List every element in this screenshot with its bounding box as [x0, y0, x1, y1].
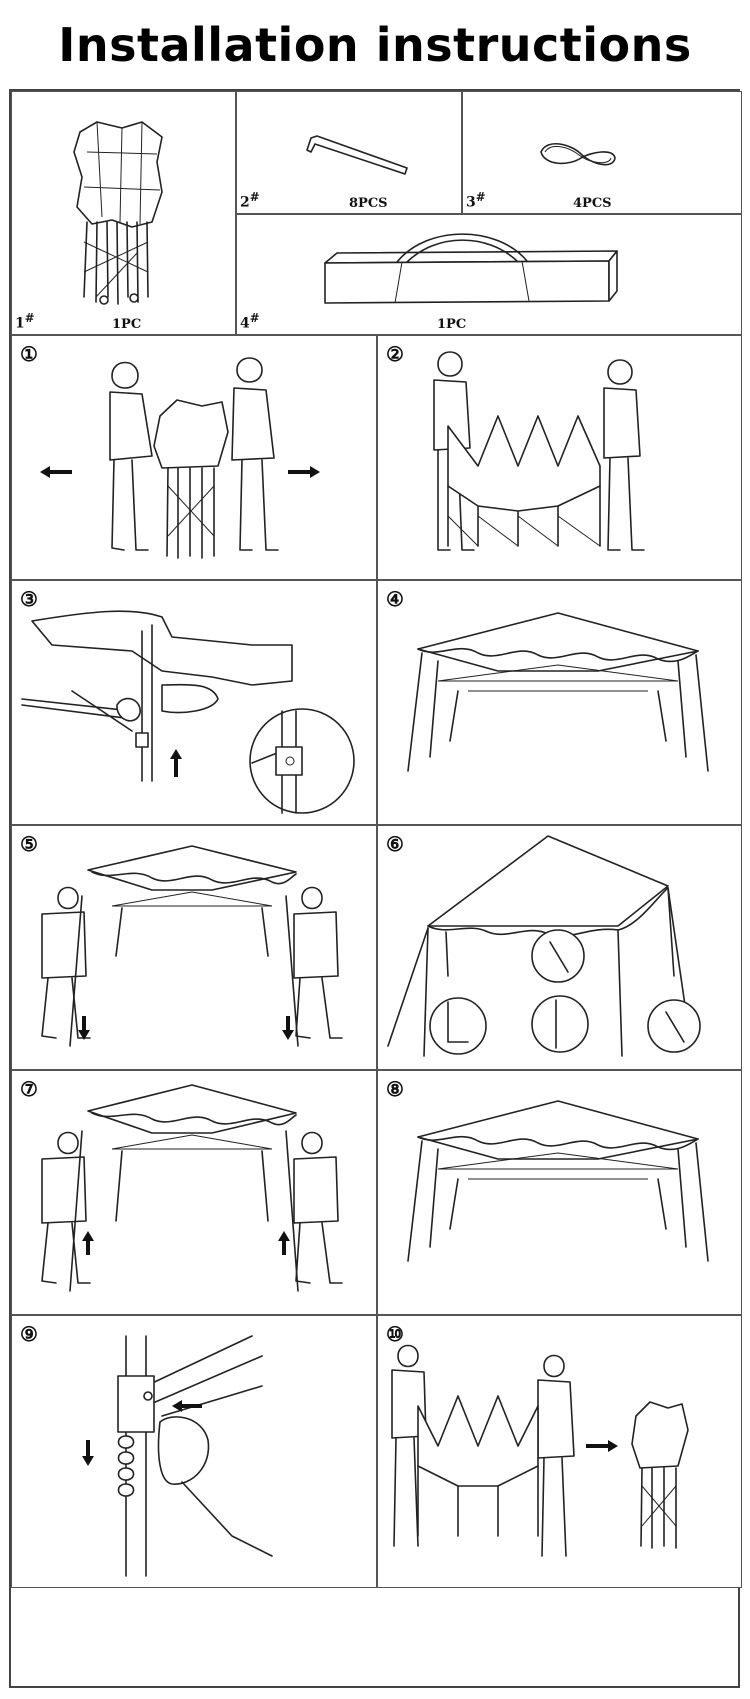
step-6-illustration	[387, 835, 701, 1057]
step-8-label: ⑧	[386, 1077, 404, 1101]
step-7-cell: ⑦	[11, 1070, 377, 1315]
part-4-quantity: 1PC	[437, 317, 467, 332]
part-3-number: 3#	[466, 190, 486, 211]
step-6-cell: ⑥	[377, 825, 742, 1070]
part-1-number: 1#	[15, 311, 35, 332]
step-10-illustration	[391, 1344, 689, 1557]
part-2-cell: 2# 8PCS	[236, 91, 462, 214]
step-5-illustration	[41, 845, 343, 1047]
instruction-grid: 1# 1PC 2# 8PCS 3# 4PCS 4# 1PC	[9, 89, 742, 1688]
step-1-cell: ①	[11, 335, 377, 580]
part-2-number: 2#	[240, 190, 260, 211]
step-3-cell: ③	[11, 580, 377, 825]
ground-stake-illustration	[306, 135, 408, 175]
part-3-quantity: 4PCS	[573, 196, 612, 211]
arrow-left-icon	[40, 466, 72, 478]
step-8-illustration	[407, 1100, 709, 1262]
step-9-label: ⑨	[20, 1322, 38, 1346]
arrow-right-icon	[288, 466, 320, 478]
part-1-quantity: 1PC	[112, 317, 142, 332]
arrow-up-icon	[170, 749, 182, 777]
step-3-label: ③	[20, 587, 38, 611]
step-3-illustration	[21, 610, 355, 814]
part-1-cell: 1# 1PC	[11, 91, 236, 335]
step-7-label: ⑦	[20, 1077, 38, 1101]
rope-illustration	[540, 143, 616, 166]
step-2-illustration	[433, 351, 645, 551]
step-2-label: ②	[386, 342, 404, 366]
step-8-cell: ⑧	[377, 1070, 742, 1315]
step-9-cell: ⑨	[11, 1315, 377, 1588]
step-5-label: ⑤	[20, 832, 38, 856]
step-4-label: ④	[386, 587, 404, 611]
part-3-cell: 3# 4PCS	[462, 91, 742, 214]
part-4-cell: 4# 1PC	[236, 214, 742, 335]
step-2-cell: ②	[377, 335, 742, 580]
carry-bag-illustration	[324, 233, 618, 304]
arrow-down-icon	[78, 1016, 90, 1040]
step-10-cell: ⑩	[377, 1315, 742, 1588]
part-4-number: 4#	[240, 311, 260, 332]
step-6-label: ⑥	[386, 832, 404, 856]
step-7-illustration	[41, 1084, 343, 1292]
folded-gazebo-illustration	[73, 121, 163, 305]
step-1-illustration	[40, 357, 320, 559]
step-10-label: ⑩	[386, 1322, 404, 1346]
step-9-illustration	[82, 1335, 273, 1577]
page-title: Installation instructions	[58, 18, 692, 72]
part-2-quantity: 8PCS	[349, 196, 388, 211]
step-4-illustration	[407, 612, 709, 772]
step-4-cell: ④	[377, 580, 742, 825]
step-1-label: ①	[20, 342, 38, 366]
step-5-cell: ⑤	[11, 825, 377, 1070]
